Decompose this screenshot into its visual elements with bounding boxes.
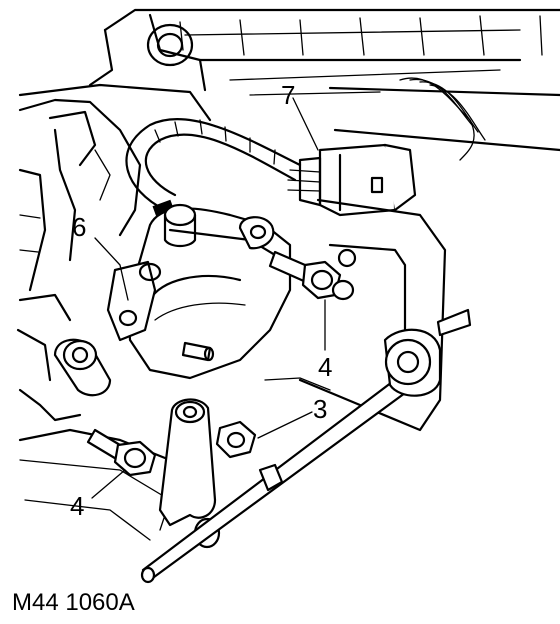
callout-6: 6 — [72, 212, 86, 242]
callout-4-upper: 4 — [318, 352, 332, 382]
callout-4-lower: 4 — [70, 491, 84, 521]
leader-line-7 — [292, 97, 319, 151]
leader-line-3 — [257, 411, 313, 439]
harness-pipe — [328, 77, 560, 161]
multiplug-connector — [287, 143, 417, 217]
leader-line-6 — [94, 237, 129, 301]
callout-3: 3 — [313, 394, 327, 424]
nut — [215, 420, 257, 459]
leader-lines — [91, 97, 326, 499]
wiring-harness — [125, 117, 302, 221]
leader-line-4-lower — [91, 469, 126, 499]
callout-7: 7 — [281, 80, 295, 110]
rubber-bush-left — [53, 338, 112, 397]
gearbox-casing — [18, 8, 560, 122]
selector-rod — [140, 308, 472, 584]
bolt-lower — [86, 428, 157, 477]
neutral-switch — [106, 203, 292, 380]
figure-id: M44 1060A — [12, 589, 135, 616]
bolt-upper — [268, 248, 357, 301]
